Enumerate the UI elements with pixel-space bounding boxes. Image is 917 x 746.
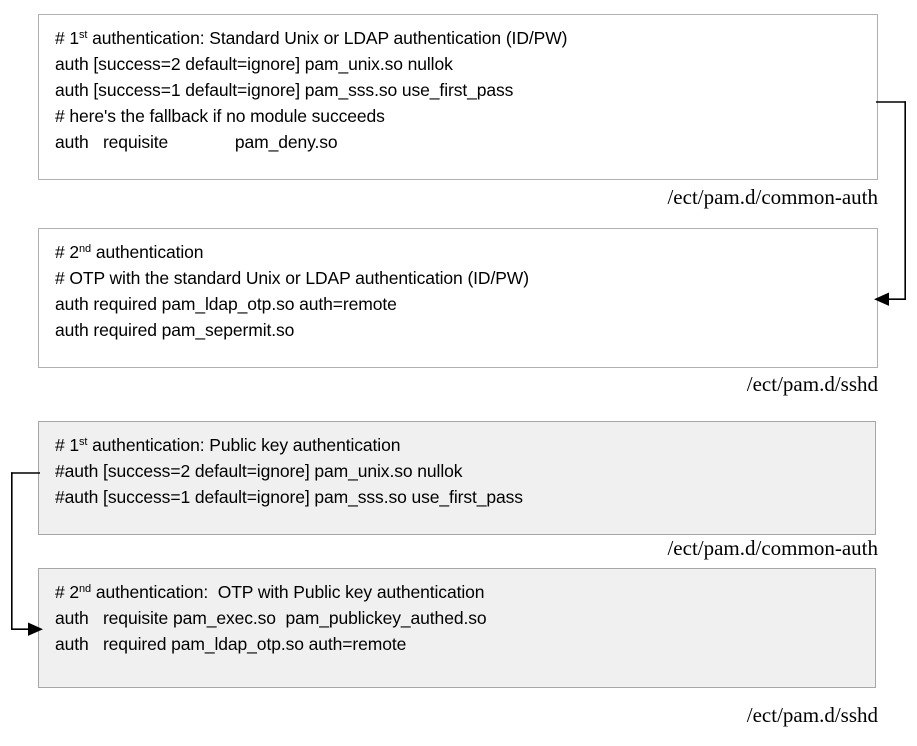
code-line: # 2nd authentication: OTP with Public ke… [55, 582, 485, 602]
code-line: #auth [success=1 default=ignore] pam_sss… [55, 487, 523, 507]
code-box-sshd-password: # 2nd authentication # OTP with the stan… [38, 228, 878, 368]
code-line: #auth [success=2 default=ignore] pam_uni… [55, 461, 463, 481]
caption-sshd-2: /ect/pam.d/sshd [746, 703, 878, 727]
ordinal-suffix: st [79, 28, 88, 41]
code-box-common-auth-password: # 1st authentication: Standard Unix or L… [38, 14, 878, 180]
code-line: auth required pam_ldap_otp.so auth=remot… [55, 294, 397, 314]
ordinal-suffix: nd [79, 242, 92, 255]
code-line: auth requisite pam_deny.so [55, 132, 338, 152]
code-line: auth required pam_sepermit.so [55, 320, 295, 340]
code-line: # OTP with the standard Unix or LDAP aut… [55, 268, 529, 288]
code-line: # 1st authentication: Standard Unix or L… [55, 28, 568, 48]
caption-common-auth-2: /ect/pam.d/common-auth [667, 536, 878, 560]
code-line: auth requisite pam_exec.so pam_publickey… [55, 608, 487, 628]
code-line: auth [success=1 default=ignore] pam_sss.… [55, 80, 514, 100]
caption-sshd-1: /ect/pam.d/sshd [746, 372, 878, 396]
code-box-sshd-publickey: # 2nd authentication: OTP with Public ke… [38, 568, 876, 688]
code-line: auth required pam_ldap_otp.so auth=remot… [55, 634, 407, 654]
code-box-common-auth-publickey: # 1st authentication: Public key authent… [38, 421, 876, 535]
code-line: # 2nd authentication [55, 242, 204, 262]
ordinal-suffix: st [79, 435, 88, 448]
code-line: # 1st authentication: Public key authent… [55, 435, 401, 455]
code-line: auth [success=2 default=ignore] pam_unix… [55, 54, 453, 74]
caption-common-auth-1: /ect/pam.d/common-auth [667, 185, 878, 209]
code-line: # here's the fallback if no module succe… [55, 106, 385, 126]
ordinal-suffix: nd [79, 582, 92, 595]
